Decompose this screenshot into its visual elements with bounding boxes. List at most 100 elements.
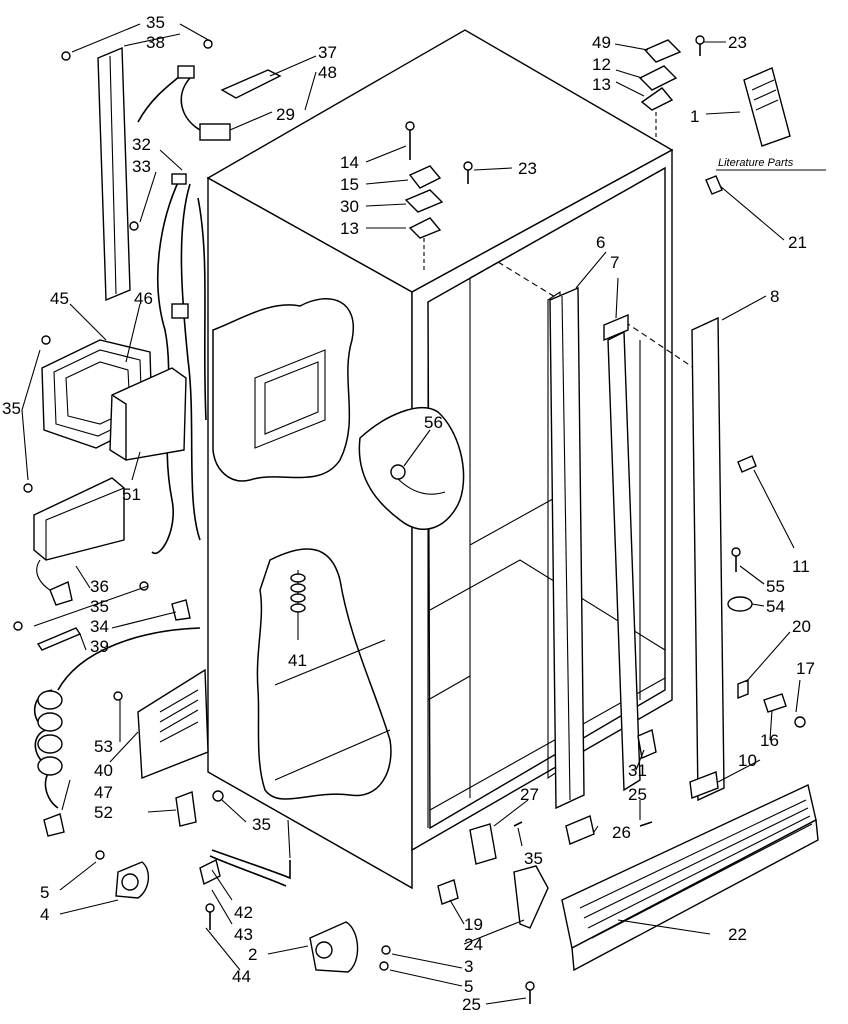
label-19: 19 xyxy=(464,915,483,934)
part-labels: 35 38 37 48 29 32 33 49 12 13 23 1 14 15… xyxy=(2,13,826,1014)
breaker-strip-38 xyxy=(97,46,131,302)
label-3: 3 xyxy=(464,957,473,976)
clip-21 xyxy=(705,175,723,195)
clip-34 xyxy=(171,599,191,621)
panel-36 xyxy=(33,477,125,561)
label-45: 45 xyxy=(50,289,69,308)
label-16: 16 xyxy=(760,731,779,750)
power-plug-icon xyxy=(43,813,65,837)
hinge-13b xyxy=(408,217,442,239)
label-8: 8 xyxy=(770,287,779,306)
label-38: 38 xyxy=(146,33,165,52)
label-14: 14 xyxy=(340,153,359,172)
label-13: 13 xyxy=(340,219,359,238)
bracket-24 xyxy=(513,865,549,929)
label-46: 46 xyxy=(134,289,153,308)
label-43: 43 xyxy=(234,925,253,944)
label-6: 6 xyxy=(596,233,605,252)
label-52: 52 xyxy=(94,803,113,822)
strip-39 xyxy=(36,627,82,651)
pad-10 xyxy=(689,771,719,799)
right-side-components xyxy=(549,286,806,810)
connector-icon xyxy=(199,123,231,141)
label-49: 49 xyxy=(592,33,611,52)
label-12: 12 xyxy=(592,55,611,74)
label-26: 26 xyxy=(612,823,631,842)
strip-8 xyxy=(691,316,725,802)
cover-20 xyxy=(737,678,749,700)
label-23: 23 xyxy=(518,159,537,178)
label-39: 39 xyxy=(90,637,109,656)
label-5: 5 xyxy=(464,977,473,996)
label-51: 51 xyxy=(122,485,141,504)
insulation-block-46 xyxy=(109,367,187,461)
tube-7 xyxy=(607,330,641,792)
literature-parts-caption: Literature Parts xyxy=(718,157,794,169)
label-44: 44 xyxy=(232,967,251,986)
label-29: 29 xyxy=(276,105,295,124)
clip-19 xyxy=(437,879,459,905)
label-56: 56 xyxy=(424,413,443,432)
bracket-27 xyxy=(469,823,497,865)
bracket-31 xyxy=(637,729,657,759)
label-47: 47 xyxy=(94,783,113,802)
label-53: 53 xyxy=(94,737,113,756)
pad-26 xyxy=(565,815,595,845)
label-21: 21 xyxy=(788,233,807,252)
label-35: 35 xyxy=(524,849,543,868)
drain-plug-icon xyxy=(390,464,406,480)
plug-icon xyxy=(49,581,73,606)
label-5: 5 xyxy=(40,883,49,902)
connector-icon xyxy=(171,173,187,185)
label-55: 55 xyxy=(766,577,785,596)
top-hinge-parts xyxy=(404,35,791,270)
label-33: 33 xyxy=(132,157,151,176)
side-wall-cutaway xyxy=(212,298,392,800)
label-48: 48 xyxy=(318,63,337,82)
fasteners xyxy=(13,39,213,701)
label-27: 27 xyxy=(520,785,539,804)
clip-37 xyxy=(220,69,282,99)
roller-2 xyxy=(309,921,359,973)
label-23: 23 xyxy=(728,33,747,52)
cap-7 xyxy=(603,313,629,342)
label-34: 34 xyxy=(90,617,109,636)
breaker-strip-6 xyxy=(549,286,585,810)
label-15: 15 xyxy=(340,175,359,194)
label-2: 2 xyxy=(248,945,257,964)
label-31: 31 xyxy=(628,761,647,780)
leader-lines xyxy=(21,23,801,1005)
literature-booklet-icon xyxy=(743,67,791,147)
label-42: 42 xyxy=(234,903,253,922)
left-side-components xyxy=(33,46,306,837)
connector-icon xyxy=(177,65,195,79)
label-37: 37 xyxy=(318,43,337,62)
label-35: 35 xyxy=(146,13,165,32)
label-25: 25 xyxy=(628,785,647,804)
label-41: 41 xyxy=(288,651,307,670)
hinge-16 xyxy=(763,693,787,713)
label-25: 25 xyxy=(462,995,481,1014)
label-35: 35 xyxy=(252,815,271,834)
label-35: 35 xyxy=(2,399,21,418)
label-36: 36 xyxy=(90,577,109,596)
hinge-cap-49 xyxy=(643,39,682,63)
label-40: 40 xyxy=(94,761,113,780)
clip-11 xyxy=(737,455,757,473)
label-1: 1 xyxy=(690,107,699,126)
label-10: 10 xyxy=(738,751,757,770)
hinge-52 xyxy=(175,791,197,827)
label-22: 22 xyxy=(728,925,747,944)
label-35: 35 xyxy=(90,597,109,616)
connector-icon xyxy=(171,303,189,319)
bottom-components xyxy=(95,783,819,1004)
hinge-13 xyxy=(640,87,674,111)
label-4: 4 xyxy=(40,905,49,924)
bushing-54 xyxy=(727,596,753,612)
back-wall-cutaway xyxy=(358,407,465,530)
hinge-15 xyxy=(408,165,442,189)
hinge-30 xyxy=(404,189,444,213)
label-24: 24 xyxy=(464,935,483,954)
label-30: 30 xyxy=(340,197,359,216)
